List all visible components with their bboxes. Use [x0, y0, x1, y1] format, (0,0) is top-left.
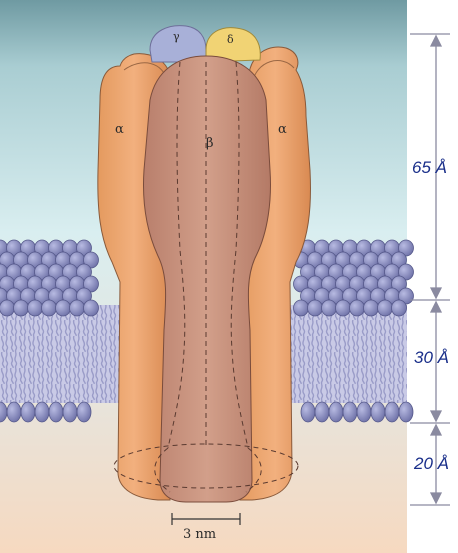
- lipid-head: [308, 300, 323, 316]
- lipid-head: [70, 300, 85, 316]
- lipid-head: [56, 300, 71, 316]
- lipid-head: [21, 402, 35, 422]
- beta-label: β: [206, 136, 214, 151]
- lipid-head: [371, 402, 385, 422]
- dimension-middle-label: 30 Å: [414, 348, 449, 368]
- dimension-lower-label: 20 Å: [414, 454, 449, 474]
- lipid-head: [0, 300, 15, 316]
- lipid-head: [357, 402, 371, 422]
- alpha-right-label: α: [278, 122, 287, 137]
- lipid-head: [392, 300, 407, 316]
- lipid-head: [350, 300, 365, 316]
- lipid-head: [42, 300, 57, 316]
- alpha-left-label: α: [115, 122, 124, 137]
- lipid-head: [7, 402, 21, 422]
- lipid-head: [378, 300, 393, 316]
- lipid-head: [49, 402, 63, 422]
- dimension-arrows: [410, 34, 450, 505]
- scale-bar-label: 3 nm: [183, 527, 216, 542]
- lipid-head: [77, 402, 91, 422]
- dimension-upper-label: 65 Å: [412, 158, 447, 178]
- lipid-head: [35, 402, 49, 422]
- lipid-head: [28, 300, 43, 316]
- lipid-head: [399, 402, 413, 422]
- lipid-head: [385, 402, 399, 422]
- lipid-head: [14, 300, 29, 316]
- lipid-head: [315, 402, 329, 422]
- lipid-head: [301, 402, 315, 422]
- lipid-head: [294, 300, 309, 316]
- gamma-label: γ: [173, 30, 180, 43]
- lipid-head: [322, 300, 337, 316]
- lipid-head: [336, 300, 351, 316]
- lipid-head: [63, 402, 77, 422]
- lipid-head: [343, 402, 357, 422]
- delta-label: δ: [227, 33, 234, 46]
- lipid-head: [84, 300, 99, 316]
- lipid-head: [364, 300, 379, 316]
- lipid-head: [329, 402, 343, 422]
